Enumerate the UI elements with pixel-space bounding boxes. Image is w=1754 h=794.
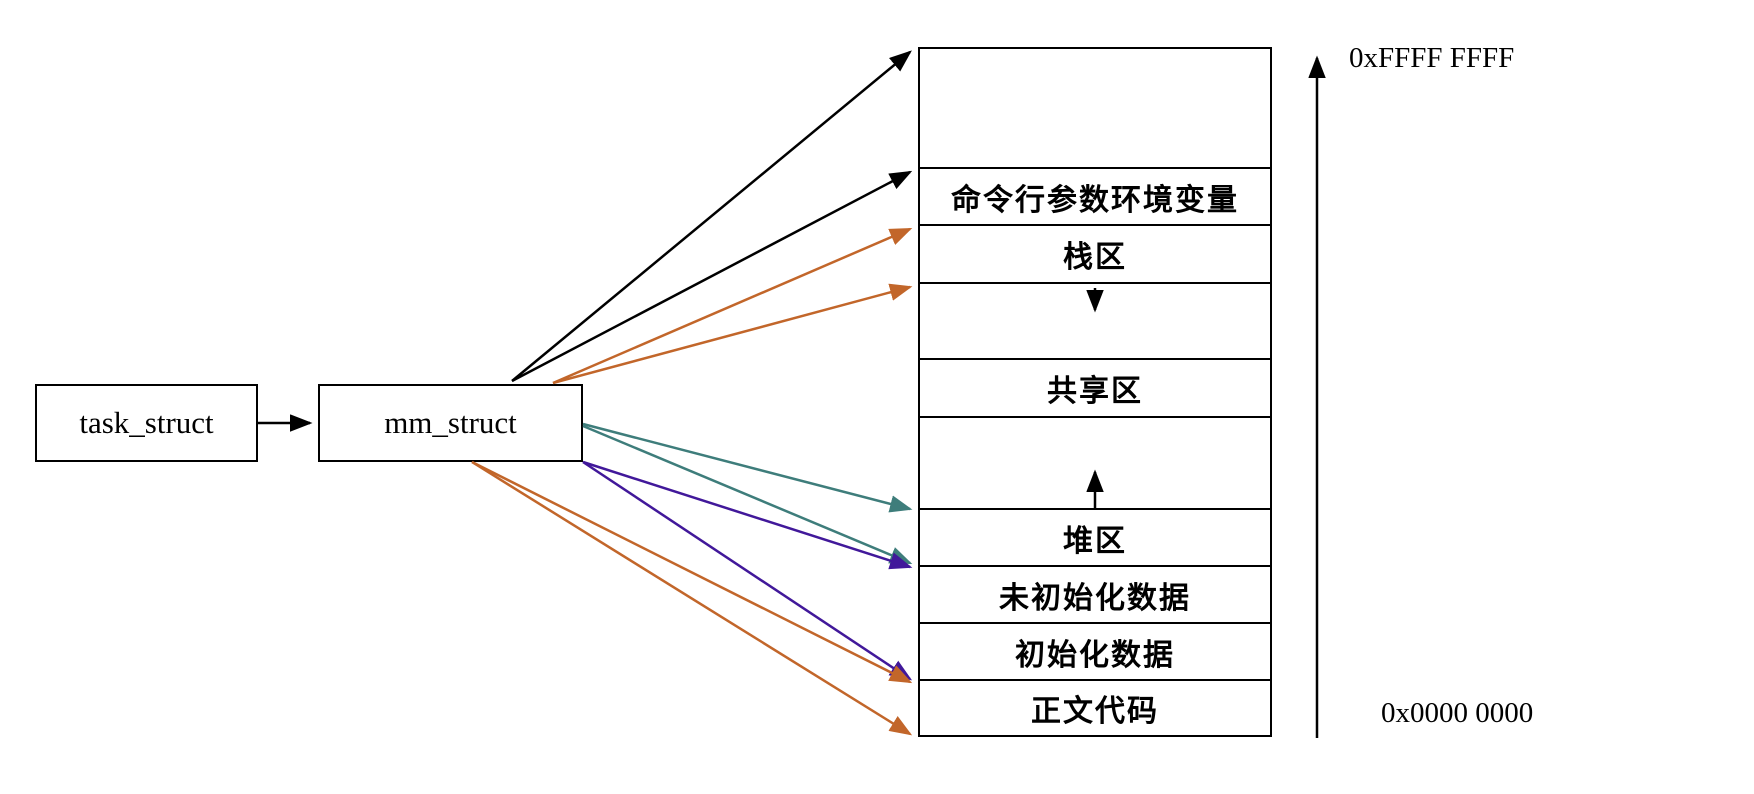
mm-pointer-arrow-heap-bottom <box>582 424 913 565</box>
memory-section-label: 初始化数据 <box>1015 638 1175 672</box>
memory-section-cmdline-env: 命令行参数环境变量 <box>920 169 1270 226</box>
memory-section-shared: 共享区 <box>920 360 1270 418</box>
memory-section-label: 命令行参数环境变量 <box>951 183 1239 217</box>
memory-section-heap: 堆区 <box>920 510 1270 567</box>
memory-section-label: 未初始化数据 <box>999 581 1191 615</box>
mm-pointer-arrow-stack-top <box>552 227 913 385</box>
mm-struct-box: mm_struct <box>318 384 583 462</box>
memory-section-text-code: 正文代码 <box>920 681 1270 735</box>
mm-struct-label: mm_struct <box>384 405 517 440</box>
mm-pointer-arrow-top <box>511 50 912 382</box>
memory-section-label: 共享区 <box>1047 375 1143 408</box>
mm-pointer-arrow-heap-top <box>582 422 913 513</box>
memory-section-uninit-data: 未初始化数据 <box>920 567 1270 624</box>
task-struct-box: task_struct <box>35 384 258 462</box>
mm-pointer-arrow-text-bottom <box>471 460 913 736</box>
address-bottom-label: 0x0000 0000 <box>1381 697 1534 729</box>
memory-section-init-data: 初始化数据 <box>920 624 1270 681</box>
memory-section-label: 堆区 <box>1063 524 1127 558</box>
memory-section-top-empty <box>920 49 1270 169</box>
mm-pointer-arrow-cmdline-env <box>511 170 913 383</box>
address-top-label: 0xFFFF FFFF <box>1349 42 1515 74</box>
memory-section-heap-growth <box>920 418 1270 510</box>
memory-section-stack-growth <box>920 284 1270 360</box>
memory-layout-box: 命令行参数环境变量 栈区 共享区 堆区 未初始化数据 初始化数据 正文代码 <box>918 47 1272 737</box>
task-struct-label: task_struct <box>79 405 214 440</box>
memory-section-label: 正文代码 <box>1031 695 1159 728</box>
memory-section-stack: 栈区 <box>920 226 1270 284</box>
memory-section-label: 栈区 <box>1063 241 1127 274</box>
mm-pointer-arrow-stack-bottom <box>552 283 913 385</box>
mm-pointer-arrow-text-top <box>471 460 913 684</box>
mm-pointer-arrow-data-bottom <box>582 460 913 681</box>
mm-pointer-arrow-bss-top <box>582 460 913 570</box>
